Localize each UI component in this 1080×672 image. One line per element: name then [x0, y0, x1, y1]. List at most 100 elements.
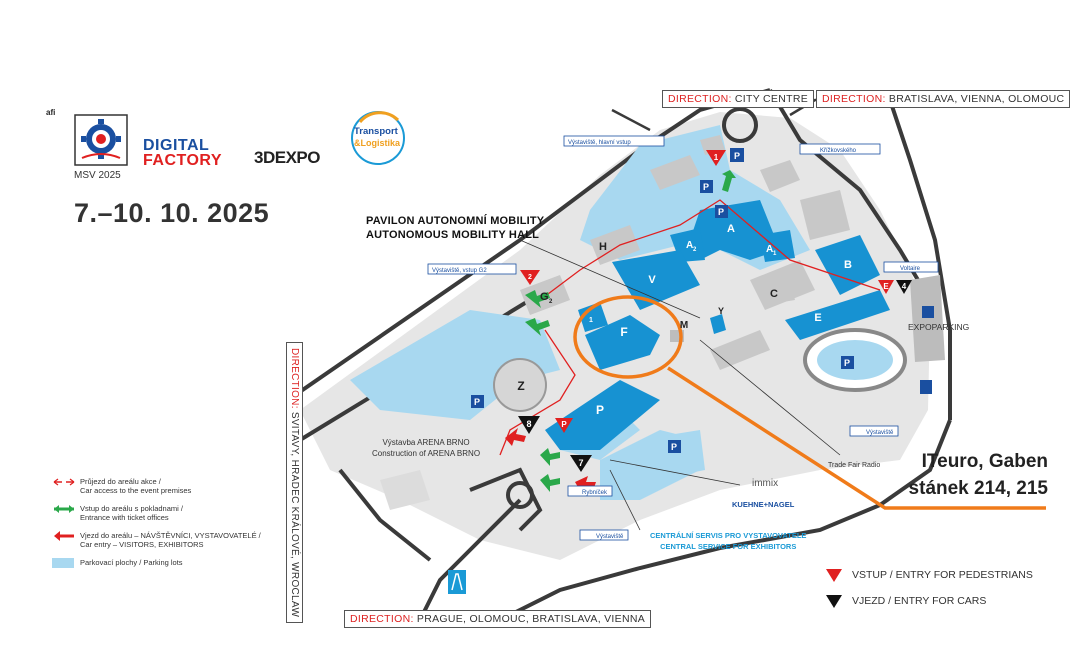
- svg-text:Výstaviště, hlavní vstup: Výstaviště, hlavní vstup: [568, 140, 631, 146]
- gate-7: 7: [570, 455, 592, 472]
- hall-p: [545, 380, 660, 450]
- hall-g1: [578, 302, 608, 332]
- svg-text:A: A: [727, 223, 735, 235]
- hall-e: [785, 290, 890, 340]
- kuehne-nagel-label: KUEHNE+NAGEL: [732, 500, 795, 509]
- svg-text:A: A: [766, 244, 773, 255]
- central-service-label: CENTRÁLNÍ SERVIS PRO VYSTAVOVATELE CENTR…: [650, 531, 807, 551]
- svg-text:Z: Z: [517, 379, 524, 393]
- legend-entrance: Vstup do areálu s pokladnami /Entrance w…: [52, 504, 261, 522]
- svg-text:Voltaire: Voltaire: [900, 266, 921, 272]
- svg-text:P: P: [474, 397, 480, 407]
- afi-mark: afi: [46, 108, 56, 117]
- svg-text:P: P: [718, 207, 724, 217]
- entry-legend: VSTUP / ENTRY FOR PEDESTRIANS VJEZD / EN…: [826, 566, 1033, 618]
- digital-factory-logo: DIGITAL FACTORY: [143, 137, 223, 169]
- roundabout: [506, 481, 534, 509]
- svg-text:1: 1: [589, 317, 593, 324]
- autonomous-mobility-hall-title: PAVILON AUTONOMNÍ MOBILITY AUTONOMOUS MO…: [366, 214, 544, 242]
- hall-a: [690, 200, 780, 260]
- highway-icon: [448, 570, 466, 594]
- hall-a1: [760, 230, 795, 262]
- logistika-word: &Logistika: [354, 138, 401, 148]
- entry-legend-cars: VJEZD / ENTRY FOR CARS: [826, 592, 1033, 610]
- transport-word: Transport: [354, 126, 398, 137]
- hall-labels: A A 2 A 1 B C E F G 2 1 H M P V Y Z: [517, 223, 852, 417]
- svg-text:Výstaviště: Výstaviště: [596, 534, 624, 540]
- 3dexpo-logo: 3DEXPO: [254, 148, 320, 167]
- svg-text:7: 7: [578, 458, 583, 468]
- svg-text:P: P: [703, 182, 709, 192]
- hall-b: [815, 235, 880, 295]
- autonomous-hall-cz: PAVILON AUTONOMNÍ MOBILITY: [366, 215, 545, 227]
- transport-ring-icon: [351, 111, 405, 165]
- svg-text:1: 1: [714, 153, 719, 162]
- callout-booth: stánek 214, 215: [908, 478, 1048, 499]
- highlight-pointer-line: [667, 366, 1046, 510]
- svg-text:E: E: [883, 282, 889, 291]
- direction-prague: DIRECTION: PRAGUE, OLOMOUC, BRATISLAVA, …: [344, 610, 652, 628]
- svg-text:Výstaviště, vstup G2: Výstaviště, vstup G2: [432, 268, 487, 274]
- svg-text:E: E: [814, 312, 821, 324]
- svg-text:B: B: [844, 259, 852, 271]
- legend-car-entry: Vjezd do areálu – NÁVŠTĚVNÍCI, VYSTAVOVA…: [52, 531, 261, 549]
- svg-text:Y: Y: [718, 306, 724, 316]
- hall-z: [493, 358, 547, 412]
- svg-text:P: P: [844, 358, 850, 368]
- direction-bratislava: DIRECTION: BRATISLAVA, VIENNA, OLOMOUC: [816, 90, 1071, 108]
- svg-text:P: P: [561, 420, 567, 429]
- gate-p: P: [555, 418, 573, 433]
- direction-city-centre: DIRECTION: CITY CENTRE: [662, 90, 815, 108]
- autonomous-hall-en: AUTONOMOUS MOBILITY HALL: [366, 229, 540, 241]
- hall-f: [585, 315, 660, 370]
- trade-fair-radio-label: Trade Fair Radio: [828, 462, 881, 469]
- msv-gear-icon: [74, 114, 128, 166]
- svg-text:Křížkovského: Křížkovského: [820, 148, 857, 154]
- svg-text:Výstaviště: Výstaviště: [866, 430, 894, 436]
- factory-word: FACTORY: [143, 152, 223, 169]
- svg-text:F: F: [620, 325, 627, 339]
- svg-text:2: 2: [549, 299, 553, 305]
- msv-caption: MSV 2025: [74, 170, 121, 181]
- svg-text:P: P: [596, 403, 604, 417]
- svg-text:1: 1: [773, 251, 777, 257]
- svg-text:4: 4: [902, 282, 907, 291]
- svg-text:M: M: [680, 320, 688, 331]
- legend-car-access: Průjezd do areálu akce /Car access to th…: [52, 477, 261, 495]
- arena-label: Výstavba ARENA BRNO Construction of AREN…: [372, 438, 481, 458]
- booth-callout: ITeuro, Gaben stánek 214, 215: [878, 448, 1048, 502]
- entrance-arrows: [525, 170, 736, 492]
- svg-text:Rybníček: Rybníček: [582, 490, 608, 496]
- gate-2: 2: [520, 270, 540, 285]
- svg-text:P: P: [734, 151, 740, 161]
- gate-1: 1: [706, 150, 726, 166]
- exhibition-halls: [545, 200, 890, 480]
- gate-4: 4: [896, 280, 912, 294]
- gate-e: E: [878, 280, 894, 294]
- immix-label: immix: [752, 478, 779, 489]
- hall-v: [612, 250, 700, 310]
- callout-company: ITeuro, Gaben: [921, 451, 1048, 472]
- msv-logo: afi MSV 2025: [46, 108, 136, 184]
- svg-text:H: H: [599, 241, 607, 253]
- svg-text:C: C: [770, 288, 778, 300]
- legend-parking: Parkovací plochy / Parking lots: [52, 558, 261, 570]
- tram-stops: Výstaviště, hlavní vstup Křížkovského Vý…: [427, 135, 939, 541]
- svg-text:2: 2: [528, 274, 532, 281]
- digital-word: DIGITAL: [143, 137, 210, 154]
- svg-text:G: G: [540, 291, 549, 303]
- highlight-circle: [573, 295, 683, 379]
- svg-text:2: 2: [693, 247, 697, 253]
- parking-markers: [471, 148, 934, 453]
- event-dates: 7.–10. 10. 2025: [74, 198, 270, 228]
- transport-logistika-logo: Transport &Logistika: [348, 108, 408, 168]
- direction-svitavy: DIRECTION: SVITAVY, HRADEC KRÁLOVÉ, WROC…: [286, 342, 303, 624]
- parking-block: [650, 430, 705, 480]
- svg-text:A: A: [686, 240, 693, 251]
- svg-text:P: P: [671, 442, 677, 452]
- svg-text:8: 8: [526, 419, 531, 429]
- hall-y: [710, 314, 726, 334]
- svg-text:V: V: [648, 274, 656, 286]
